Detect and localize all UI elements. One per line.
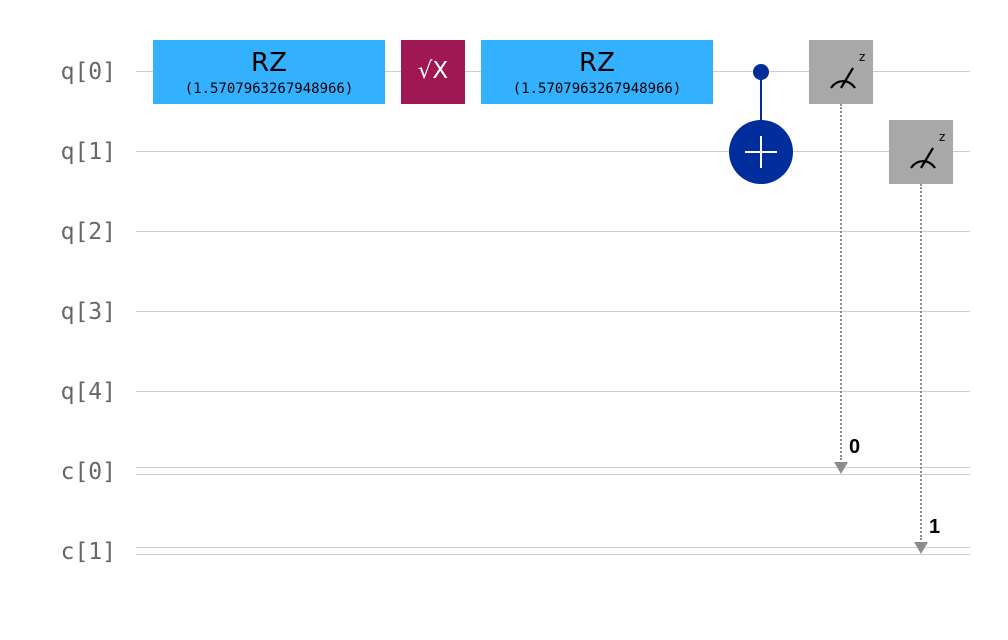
gate-parameter: (1.5707963267948966) — [184, 81, 354, 97]
gate-name: RZ — [251, 48, 287, 78]
wire-label-c0: c[0] — [60, 459, 116, 485]
classical-bit-label-0: 0 — [849, 436, 861, 458]
measure-gate-q0[interactable]: z — [809, 40, 873, 104]
gate-name: RZ — [579, 48, 615, 78]
wire-label-q2: q[2] — [60, 219, 116, 245]
rz-gate-2[interactable]: RZ (1.5707963267948966) — [481, 40, 713, 104]
measure-link-q1 — [920, 184, 922, 540]
measure-link-q0 — [840, 104, 842, 460]
quantum-wire-q2 — [136, 231, 970, 232]
wire-label-q3: q[3] — [60, 299, 116, 325]
plus-icon-vertical — [760, 136, 762, 168]
quantum-wire-q4 — [136, 391, 970, 392]
arrow-down-icon — [834, 462, 848, 474]
wire-label-q1: q[1] — [60, 139, 116, 165]
classical-wire-c1 — [136, 547, 970, 555]
arrow-down-icon — [914, 542, 928, 554]
cx-target[interactable] — [729, 120, 793, 184]
gate-name: √X — [417, 58, 449, 84]
gate-parameter: (1.5707963267948966) — [512, 81, 682, 97]
measure-basis: z — [939, 130, 945, 144]
wire-label-q4: q[4] — [60, 379, 116, 405]
meter-icon: z — [910, 130, 945, 169]
sx-gate[interactable]: √X — [401, 40, 465, 104]
meter-icon: z — [830, 50, 865, 89]
wire-label-q0: q[0] — [60, 59, 116, 85]
quantum-wire-q1 — [136, 151, 970, 152]
classical-wire-c0 — [136, 467, 970, 475]
cx-control-dot[interactable] — [753, 64, 769, 80]
measure-basis: z — [859, 50, 865, 64]
cx-connector-line — [760, 72, 762, 152]
wire-label-c1: c[1] — [60, 539, 116, 565]
classical-bit-label-1: 1 — [929, 516, 941, 538]
quantum-wire-q3 — [136, 311, 970, 312]
rz-gate-1[interactable]: RZ (1.5707963267948966) — [153, 40, 385, 104]
measure-gate-q1[interactable]: z — [889, 120, 953, 184]
